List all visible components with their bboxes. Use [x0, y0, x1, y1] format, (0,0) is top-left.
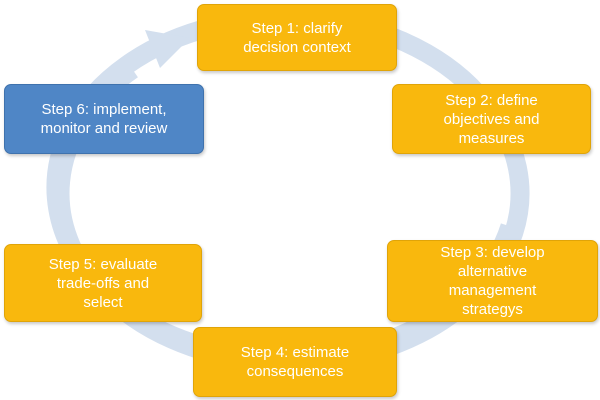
step-2-box: Step 2: define objectives and measures: [392, 84, 591, 154]
step-4-box: Step 4: estimate consequences: [193, 327, 397, 397]
step-6-box: Step 6: implement, monitor and review: [4, 84, 204, 154]
step-5-box: Step 5: evaluate trade-offs and select: [4, 244, 202, 322]
step-5-label: Step 5: evaluate trade-offs and select: [48, 255, 158, 311]
step-2-label: Step 2: define objectives and measures: [443, 91, 540, 147]
step-6-label: Step 6: implement, monitor and review: [40, 101, 168, 137]
step-1-label: Step 1: clarify decision context: [243, 19, 351, 56]
cycle-arrowhead: [145, 30, 190, 68]
step-1-box: Step 1: clarify decision context: [197, 4, 397, 71]
step-3-label: Step 3: develop alternative management s…: [440, 244, 545, 318]
step-4-label: Step 4: estimate consequences: [240, 344, 350, 380]
step-3-box: Step 3: develop alternative management s…: [387, 240, 598, 322]
